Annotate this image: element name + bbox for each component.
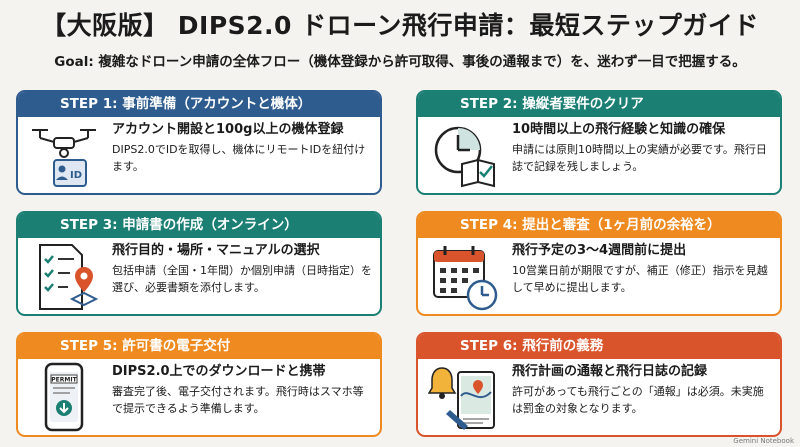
step-4-header: STEP 4: 提出と審査（1ヶ月前の余裕を） [418, 213, 780, 238]
step-1-heading: アカウント開設と100g以上の機体登録 [112, 122, 344, 137]
step-6-desc: 許可があっても飛行ごとの「通報」は必須。未実施は罰金の対象となります。 [512, 385, 764, 415]
id-badge-text: ID [70, 170, 82, 181]
step-3-desc: 包括申請（全国・1年間）か個別申請（日時指定）を選び、必要書類を添付します。 [112, 264, 372, 294]
drone-id-icon: ID [28, 120, 100, 192]
step-5-desc: 審査完了後、電子交付されます。飛行時はスマホ等で提示できるよう準備します。 [112, 385, 364, 415]
brand-label: Gemini Notebook [733, 437, 794, 445]
goal-text: Goal: 複雑なドローン申請の全体フロー（機体登録から許可取得、事後の通報まで… [54, 54, 746, 70]
phone-permit-icon: PERMIT [28, 362, 100, 434]
step-4-heading: 飛行予定の3〜4週間前に提出 [512, 243, 687, 258]
page-title: 【大阪版】 DIPS2.0 ドローン飛行申請：最短ステップガイド [41, 11, 759, 40]
step-5-card: STEP 5: 許可書の電子交付 PERMIT DIPS2.0上でのダウンロード… [16, 332, 382, 437]
step-4-card: STEP 4: 提出と審査（1ヶ月前の余裕を） 飛行予定の3〜4週間前に提出 1… [416, 211, 782, 316]
step-2-header: STEP 2: 操縦者要件のクリア [418, 92, 780, 117]
step-2-desc: 申請には原則10時間以上の実績が必要です。飛行日誌で記録を残しましょう。 [512, 143, 767, 173]
step-1-desc: DIPS2.0でIDを取得し、機体にリモートIDを紐付けます。 [112, 143, 366, 173]
step-3-card: STEP 3: 申請書の作成（オンライン） 飛行目的・場所・マニュアルの選択 包… [16, 211, 382, 316]
step-6-heading: 飛行計画の通報と飛行日誌の記録 [512, 364, 708, 379]
step-5-heading: DIPS2.0上でのダウンロードと携帯 [112, 364, 326, 379]
step-1-card: STEP 1: 事前準備（アカウントと機体） ID アカウント開設と100g以上… [16, 90, 382, 195]
step-6-header: STEP 6: 飛行前の義務 [418, 334, 780, 359]
step-5-header: STEP 5: 許可書の電子交付 [18, 334, 380, 359]
step-3-heading: 飛行目的・場所・マニュアルの選択 [112, 243, 320, 258]
checklist-location-icon [28, 241, 100, 313]
calendar-clock-icon [428, 241, 500, 313]
bell-map-icon [427, 362, 500, 434]
step-4-desc: 10営業日前が期限ですが、補正（修正）指示を見越して早めに提出します。 [512, 264, 768, 294]
permit-text: PERMIT [51, 377, 77, 384]
step-1-header: STEP 1: 事前準備（アカウントと機体） [18, 92, 380, 117]
step-3-header: STEP 3: 申請書の作成（オンライン） [18, 213, 380, 238]
step-2-heading: 10時間以上の飛行経験と知識の確保 [512, 122, 726, 137]
step-6-card: STEP 6: 飛行前の義務 飛行計画の通報と飛行日誌の記録 許可があっても飛行… [416, 332, 782, 437]
step-2-card: STEP 2: 操縦者要件のクリア 10時間以上の飛行経験と知識の確保 申請には… [416, 90, 782, 195]
clock-book-icon [428, 120, 500, 192]
